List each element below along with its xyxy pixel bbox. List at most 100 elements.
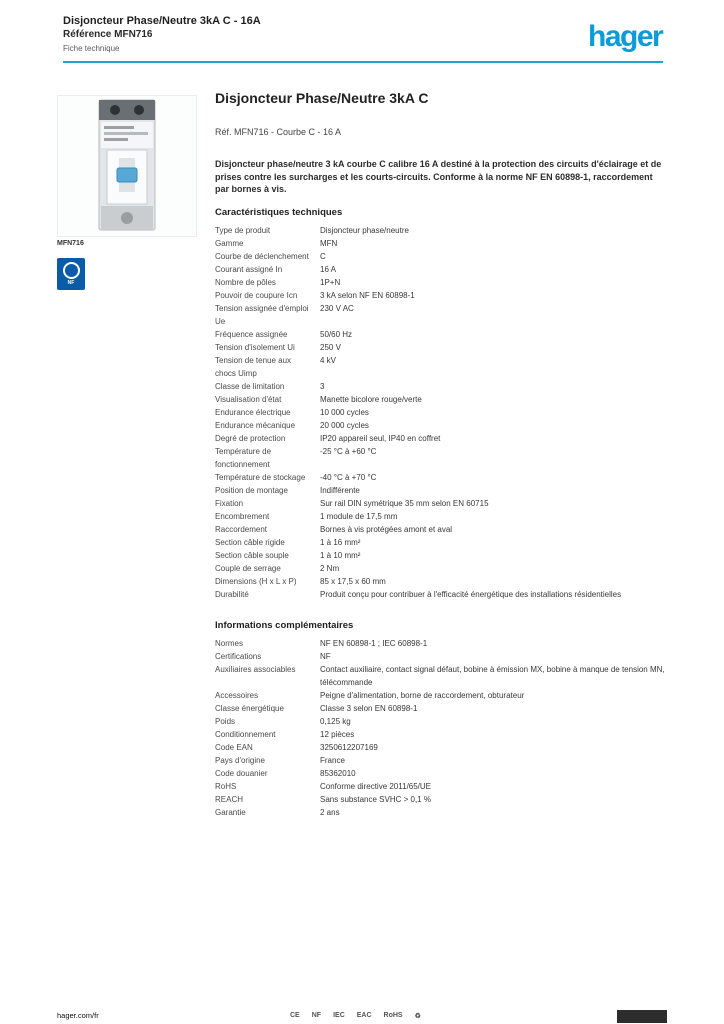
spec-value: Sur rail DIN symétrique 35 mm selon EN 6… bbox=[320, 498, 489, 508]
spec-row: RoHS Conforme directive 2011/65/UE bbox=[215, 780, 665, 793]
spec-label: Température de stockage bbox=[215, 472, 306, 482]
spec-label: Encombrement bbox=[215, 511, 270, 521]
section-technical-characteristics: Caractéristiques techniques Type de prod… bbox=[215, 206, 665, 601]
hager-logo: hager bbox=[588, 20, 664, 53]
spec-value: Indifférente bbox=[320, 485, 360, 495]
product-heading: Disjoncteur Phase/Neutre 3kA C bbox=[215, 90, 429, 106]
spec-label: Courant assigné In bbox=[215, 264, 283, 274]
spec-label: Tension d'isolement Ui bbox=[215, 342, 295, 352]
spec-label: Auxiliaires associables bbox=[215, 664, 296, 674]
website-link[interactable]: hager.com/fr bbox=[57, 1010, 102, 1021]
spec-row: Auxiliaires associables Contact auxiliai… bbox=[215, 663, 665, 689]
spec-value: 3 bbox=[320, 381, 325, 391]
spec-row: Fixation Sur rail DIN symétrique 35 mm s… bbox=[215, 497, 665, 510]
document-reference: Référence MFN716 bbox=[63, 29, 153, 40]
spec-row: Température de stockage -40 °C à +70 °C bbox=[215, 471, 665, 484]
spec-value: Conforme directive 2011/65/UE bbox=[320, 781, 432, 791]
nf-label: NF bbox=[67, 280, 75, 286]
spec-label: Visualisation d'état bbox=[215, 394, 282, 404]
spec-value: 1 à 16 mm² bbox=[320, 537, 361, 547]
circuit-breaker-illustration bbox=[98, 99, 156, 231]
spec-row: Code douanier 85362010 bbox=[215, 767, 665, 780]
spec-label: Code douanier bbox=[215, 768, 268, 778]
spec-table: Type de produit Disjoncteur phase/neutre… bbox=[215, 224, 665, 601]
spec-row: Section câble souple 1 à 10 mm² bbox=[215, 549, 665, 562]
spec-value: 1 à 10 mm² bbox=[320, 550, 361, 560]
spec-label: Pays d'origine bbox=[215, 755, 265, 765]
spec-row: Endurance électrique 10 000 cycles bbox=[215, 406, 665, 419]
spec-label: Garantie bbox=[215, 807, 246, 817]
spec-value: France bbox=[320, 755, 345, 765]
spec-label: Dimensions (H x L x P) bbox=[215, 576, 297, 586]
spec-label: Position de montage bbox=[215, 485, 288, 495]
spec-value: 3250612207169 bbox=[320, 742, 378, 752]
spec-label: Tension de tenue aux chocs Uimp bbox=[215, 355, 292, 378]
spec-row: Visualisation d'état Manette bicolore ro… bbox=[215, 393, 665, 406]
certification-mark-icon: EAC bbox=[356, 1012, 372, 1019]
spec-row: Garantie 2 ans bbox=[215, 806, 665, 819]
spec-row: Section câble rigide 1 à 16 mm² bbox=[215, 536, 665, 549]
spec-value: Classe 3 selon EN 60898-1 bbox=[320, 703, 418, 713]
spec-row: Normes NF EN 60898-1 ; IEC 60898-1 bbox=[215, 637, 665, 650]
spec-row: Température de fonctionnement -25 °C à +… bbox=[215, 445, 665, 471]
spec-value: C bbox=[320, 251, 326, 261]
spec-value: 230 V AC bbox=[320, 303, 354, 313]
spec-row: Raccordement Bornes à vis protégées amon… bbox=[215, 523, 665, 536]
section-title: Informations complémentaires bbox=[215, 619, 354, 631]
spec-label: REACH bbox=[215, 794, 244, 804]
spec-value: 1P+N bbox=[320, 277, 341, 287]
spec-row: Pays d'origine France bbox=[215, 754, 665, 767]
spec-value: IP20 appareil seul, IP40 en coffret bbox=[320, 433, 441, 443]
nf-ring-icon bbox=[62, 262, 80, 279]
spec-label: Code EAN bbox=[215, 742, 253, 752]
spec-row: Position de montage Indifférente bbox=[215, 484, 665, 497]
spec-value: -40 °C à +70 °C bbox=[320, 472, 377, 482]
spec-label: Section câble souple bbox=[215, 550, 289, 560]
spec-row: Certifications NF bbox=[215, 650, 665, 663]
spec-row: Encombrement 1 module de 17,5 mm bbox=[215, 510, 665, 523]
spec-row: Dimensions (H x L x P) 85 x 17,5 x 60 mm bbox=[215, 575, 665, 588]
spec-row: REACH Sans substance SVHC > 0,1 % bbox=[215, 793, 665, 806]
spec-label: Courbe de déclenchement bbox=[215, 251, 309, 261]
spec-value: 10 000 cycles bbox=[320, 407, 369, 417]
document-title: Disjoncteur Phase/Neutre 3kA C - 16A bbox=[63, 15, 261, 27]
section-title: Caractéristiques techniques bbox=[215, 206, 343, 218]
spec-value: 16 A bbox=[320, 264, 337, 274]
spec-row: Classe de limitation 3 bbox=[215, 380, 665, 393]
spec-row: Accessoires Peigne d'alimentation, borne… bbox=[215, 689, 665, 702]
spec-value: 3 kA selon NF EN 60898-1 bbox=[320, 290, 415, 300]
spec-value: 85 x 17,5 x 60 mm bbox=[320, 576, 386, 586]
spec-label: Couple de serrage bbox=[215, 563, 281, 573]
spec-row: Classe énergétique Classe 3 selon EN 608… bbox=[215, 702, 665, 715]
spec-value: Produit conçu pour contribuer à l'effica… bbox=[320, 589, 622, 599]
spec-row: Tension assignée d'emploi Ue 230 V AC bbox=[215, 302, 665, 328]
spec-label: Poids bbox=[215, 716, 236, 726]
spec-label: Type de produit bbox=[215, 225, 271, 235]
spec-value: 20 000 cycles bbox=[320, 420, 369, 430]
spec-value: Manette bicolore rouge/verte bbox=[320, 394, 422, 404]
product-image bbox=[57, 95, 197, 237]
spec-row: Nombre de pôles 1P+N bbox=[215, 276, 665, 289]
spec-row: Endurance mécanique 20 000 cycles bbox=[215, 419, 665, 432]
certification-mark-icon: ♻ bbox=[414, 1013, 421, 1020]
spec-label: Pouvoir de coupure Icn bbox=[215, 290, 298, 300]
spec-row: Degré de protection IP20 appareil seul, … bbox=[215, 432, 665, 445]
spec-label: Classe de limitation bbox=[215, 381, 285, 391]
spec-value: Sans substance SVHC > 0,1 % bbox=[320, 794, 431, 804]
spec-value: Bornes à vis protégées amont et aval bbox=[320, 524, 453, 534]
spec-value: Peigne d'alimentation, borne de raccorde… bbox=[320, 690, 525, 700]
spec-row: Fréquence assignée 50/60 Hz bbox=[215, 328, 665, 341]
spec-value: Contact auxiliaire, contact signal défau… bbox=[320, 664, 665, 687]
spec-label: Conditionnement bbox=[215, 729, 276, 739]
spec-label: Fixation bbox=[215, 498, 244, 508]
document-subtitle: Fiche technique bbox=[63, 44, 120, 53]
spec-value: 2 Nm bbox=[320, 563, 340, 573]
header-rule bbox=[63, 61, 663, 63]
spec-label: Tension assignée d'emploi Ue bbox=[215, 303, 309, 326]
spec-row: Pouvoir de coupure Icn 3 kA selon NF EN … bbox=[215, 289, 665, 302]
product-image-caption: MFN716 bbox=[57, 240, 84, 247]
spec-row: Tension d'isolement Ui 250 V bbox=[215, 341, 665, 354]
spec-value: NF EN 60898-1 ; IEC 60898-1 bbox=[320, 638, 428, 648]
reference-line: Réf. MFN716 - Courbe C - 16 A bbox=[215, 127, 342, 137]
spec-label: Raccordement bbox=[215, 524, 268, 534]
